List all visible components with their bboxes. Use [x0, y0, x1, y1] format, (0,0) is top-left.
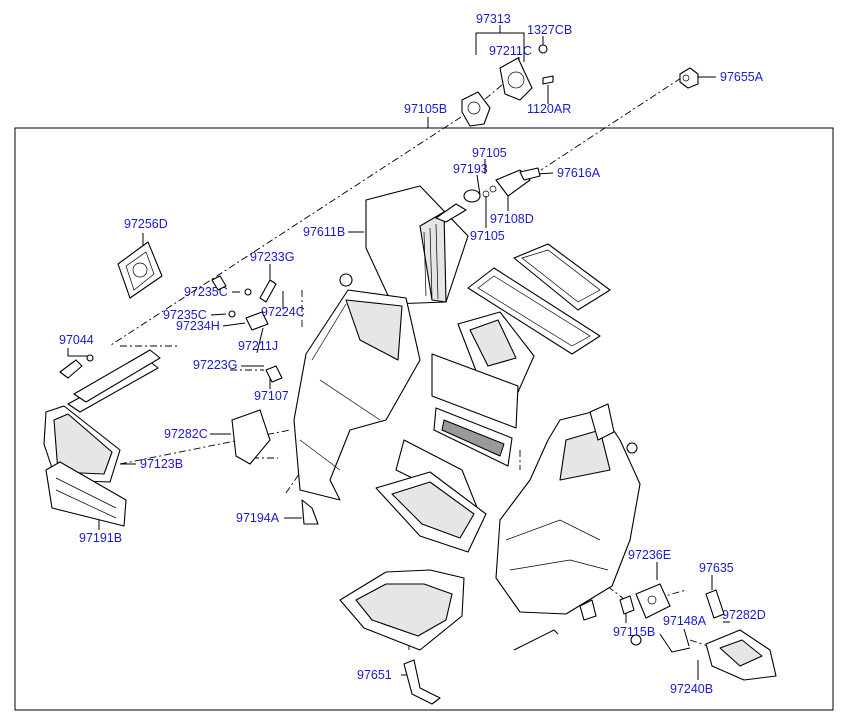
- label-97234H[interactable]: 97234H: [176, 319, 220, 333]
- left-housing: [293, 289, 421, 501]
- label-97635[interactable]: 97635: [699, 561, 734, 575]
- actuator-97236E: [635, 583, 671, 619]
- label-97115B[interactable]: 97115B: [613, 625, 655, 639]
- blower-housing: [495, 403, 641, 615]
- label-97233G[interactable]: 97233G: [250, 250, 294, 264]
- grommet-97655A: [679, 67, 699, 89]
- nut-1327CB: [538, 44, 548, 54]
- rod-misc: [513, 629, 559, 651]
- label-1327CB[interactable]: 1327CB: [527, 23, 572, 37]
- bracket-97044: [59, 359, 83, 379]
- label-97105B[interactable]: 97105B: [404, 102, 447, 116]
- gasket-plate-97211C: [499, 57, 533, 101]
- heater-frame-97191B: [45, 461, 127, 527]
- label-97256D[interactable]: 97256D: [124, 217, 168, 231]
- label-97194A[interactable]: 97194A: [236, 511, 280, 525]
- frame-border: [14, 127, 834, 711]
- label-97313[interactable]: 97313: [476, 12, 511, 26]
- mode-door-97256D: [117, 241, 163, 299]
- label-97108D[interactable]: 97108D: [490, 212, 534, 226]
- label-97236E[interactable]: 97236E: [628, 548, 671, 562]
- wire-harness-97148A: [659, 633, 691, 653]
- filter-frames: [467, 243, 611, 355]
- center-panels: [395, 311, 535, 511]
- label-97282D[interactable]: 97282D: [722, 608, 766, 622]
- label-97107[interactable]: 97107: [254, 389, 289, 403]
- label-97282C[interactable]: 97282C: [164, 427, 208, 441]
- resistor-97115B: [619, 595, 635, 615]
- label-97105-lower[interactable]: 97105: [470, 229, 505, 243]
- label-97224C[interactable]: 97224C: [261, 305, 305, 319]
- sensor-97635: [705, 589, 725, 619]
- expansion-valve-parts: [463, 167, 541, 203]
- label-97611B[interactable]: 97611B: [303, 225, 345, 239]
- bottom-case: [339, 569, 465, 705]
- label-97616A[interactable]: 97616A: [557, 166, 601, 180]
- label-97148A[interactable]: 97148A: [663, 614, 707, 628]
- label-1120AR[interactable]: 1120AR: [527, 102, 571, 116]
- label-97123B[interactable]: 97123B: [140, 457, 183, 471]
- bolt-1120AR: [542, 75, 554, 85]
- evaporator-core-97611B: [365, 185, 469, 305]
- fastener-misc: [630, 634, 642, 646]
- label-97211J[interactable]: 97211J: [238, 339, 278, 353]
- linkage-parts: [211, 273, 353, 525]
- screw-97044: [86, 354, 94, 362]
- label-97651[interactable]: 97651: [357, 668, 392, 682]
- connector-97105B: [461, 91, 491, 127]
- lower-tray: [375, 471, 487, 553]
- door-97282C: [231, 409, 271, 465]
- clip-misc: [579, 599, 597, 621]
- label-97191B[interactable]: 97191B: [79, 531, 122, 545]
- label-97655A[interactable]: 97655A: [720, 70, 764, 84]
- label-97044[interactable]: 97044: [59, 333, 94, 347]
- label-97211C[interactable]: 97211C: [489, 44, 532, 58]
- heater-core-97123B: [43, 349, 161, 483]
- label-97193[interactable]: 97193: [453, 162, 488, 176]
- label-97105-upper[interactable]: 97105: [472, 146, 507, 160]
- label-97240B[interactable]: 97240B: [670, 682, 713, 696]
- duct-97282D: [705, 629, 777, 681]
- label-97235C-lower[interactable]: 97235C: [163, 308, 207, 322]
- label-97223G[interactable]: 97223G: [193, 358, 237, 372]
